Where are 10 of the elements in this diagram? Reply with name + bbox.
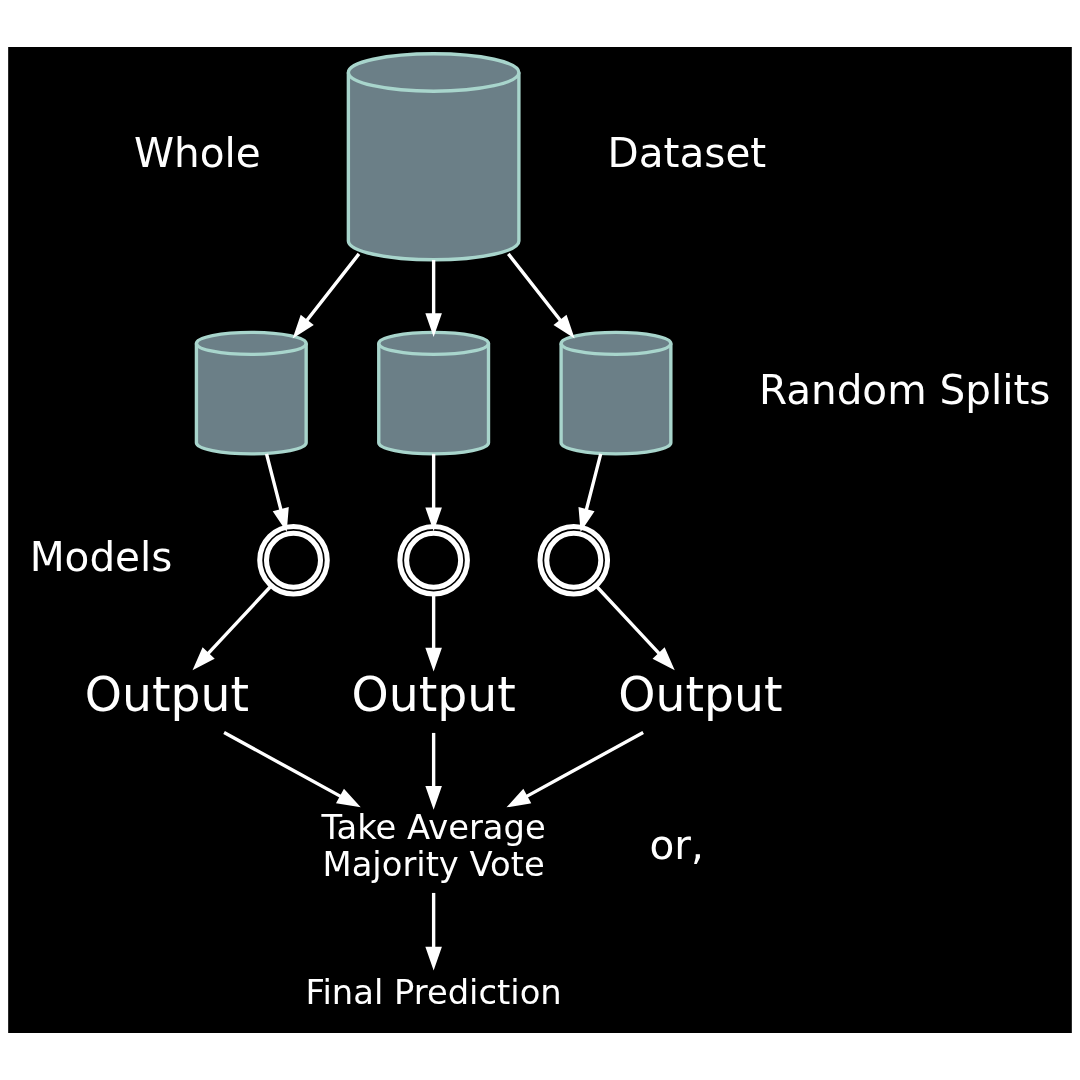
node-label: or,	[649, 821, 704, 870]
node-text: Output	[618, 667, 783, 723]
node-label: Dataset	[607, 129, 767, 178]
node-text: Output	[84, 667, 249, 723]
node-text: Take Average Majority Vote	[321, 807, 546, 884]
label: Random Splits	[758, 365, 1051, 414]
node-text: Output	[351, 667, 516, 723]
label: Models	[29, 532, 173, 581]
node-label: Whole	[133, 129, 261, 178]
node-text: Final Prediction	[305, 973, 562, 1013]
